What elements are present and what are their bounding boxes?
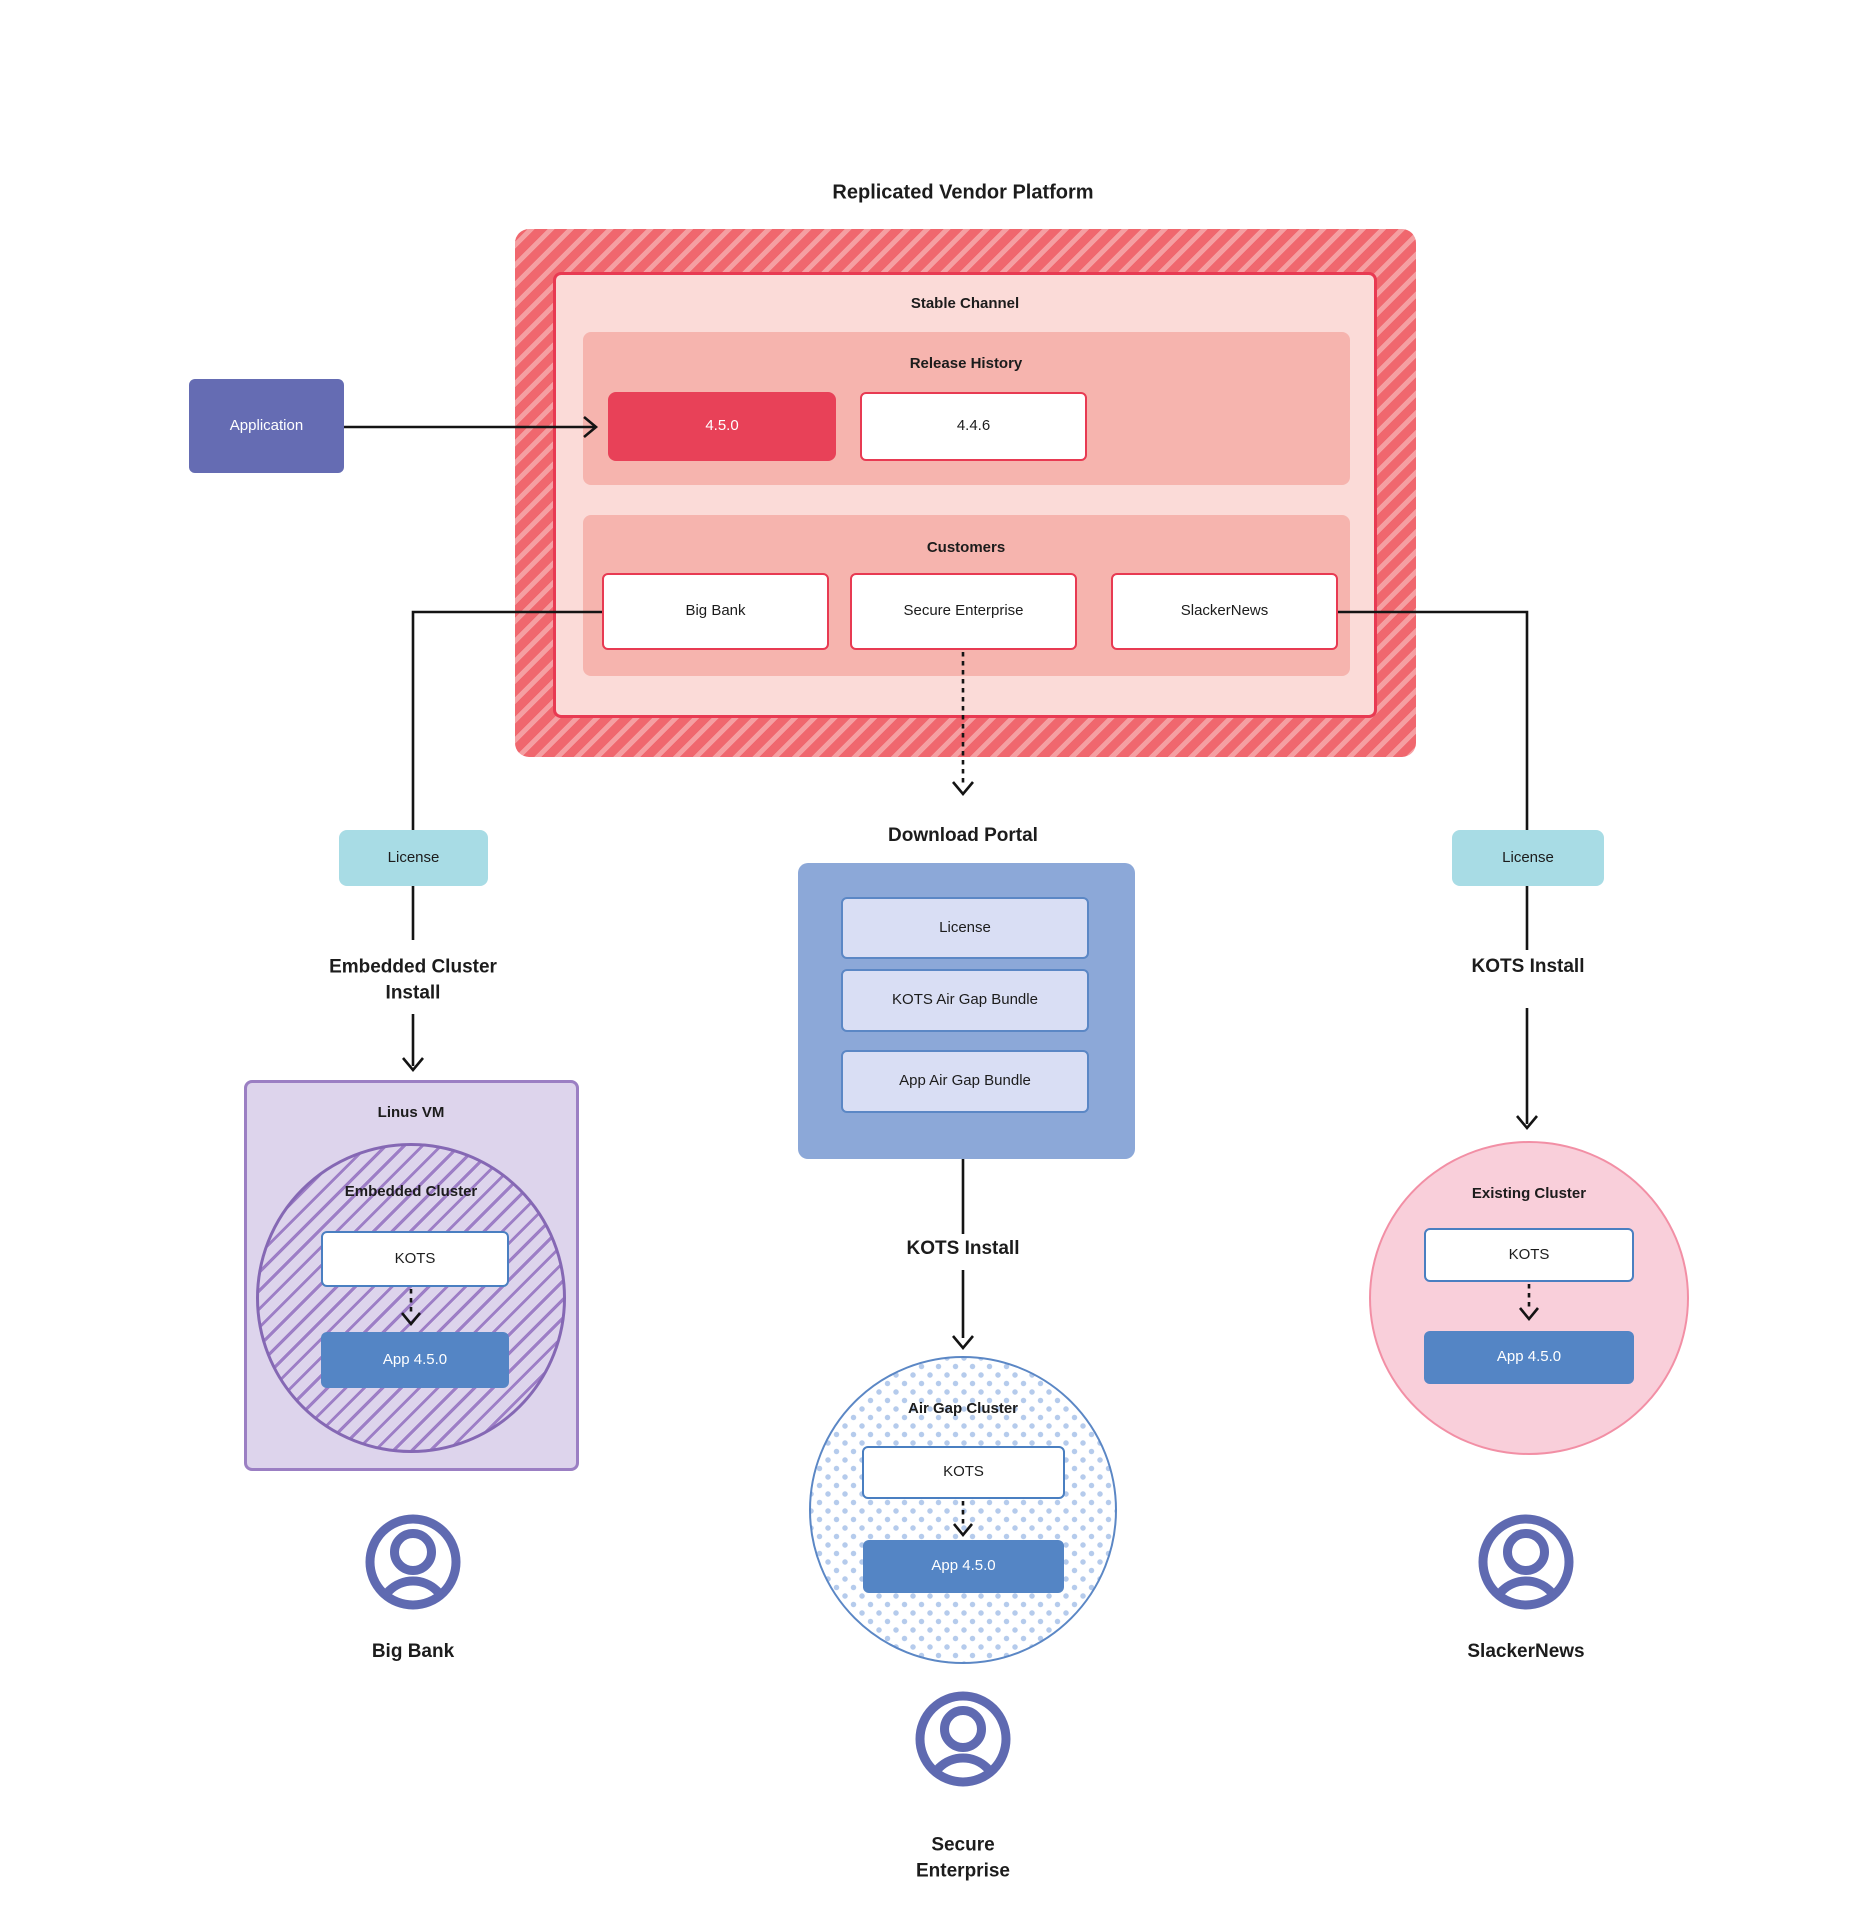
stable-channel-label: Stable Channel <box>910 294 1020 312</box>
embedded-cluster-install-label: Embedded Cluster Install <box>329 956 497 1003</box>
arrowhead-into-air-gap <box>952 1335 974 1351</box>
app-version-label: App 4.5.0 <box>1496 1348 1562 1366</box>
customer-label: Secure Enterprise <box>903 602 1024 620</box>
linus-vm-label: Linus VM <box>377 1103 445 1121</box>
release-box-current: 4.5.0 <box>608 392 836 461</box>
portal-item-label: KOTS Air Gap Bundle <box>892 991 1038 1009</box>
kots-label: KOTS <box>1508 1245 1550 1263</box>
application-label: Application <box>229 416 304 434</box>
persona-label-big-bank: Big Bank <box>371 1641 455 1663</box>
kots-label: KOTS <box>943 1463 984 1481</box>
portal-item-license: License <box>841 897 1089 959</box>
arrowhead-into-existing-cluster <box>1516 1115 1538 1131</box>
kots-install-label-right: KOTS Install <box>1471 956 1585 978</box>
license-label: License <box>387 848 440 866</box>
person-icon-slackernews <box>1478 1514 1574 1610</box>
license-label: License <box>1502 848 1554 866</box>
person-icon-big-bank <box>365 1514 461 1610</box>
persona-label-slackernews: SlackerNews <box>1467 1641 1585 1663</box>
customer-label: Big Bank <box>685 602 746 620</box>
arrowhead-into-linus-vm <box>402 1057 424 1073</box>
app-version-label: App 4.5.0 <box>931 1557 996 1575</box>
release-version-label: 4.5.0 <box>705 417 739 435</box>
existing-cluster-label: Existing Cluster <box>1471 1184 1587 1202</box>
app-box-embedded: App 4.5.0 <box>321 1332 509 1388</box>
customer-label: SlackerNews <box>1180 602 1269 620</box>
portal-item-kots-bundle: KOTS Air Gap Bundle <box>841 969 1089 1032</box>
application-box: Application <box>189 379 344 473</box>
customer-box-big-bank: Big Bank <box>602 573 829 650</box>
app-box-existing: App 4.5.0 <box>1424 1331 1634 1384</box>
release-version-label: 4.4.6 <box>956 417 991 435</box>
kots-install-label-middle: KOTS Install <box>906 1238 1020 1260</box>
portal-item-label: App Air Gap Bundle <box>899 1072 1031 1090</box>
release-box-previous: 4.4.6 <box>860 392 1087 461</box>
customers-label: Customers <box>926 538 1006 556</box>
air-gap-cluster-label: Air Gap Cluster <box>907 1399 1019 1417</box>
kots-box-existing: KOTS <box>1424 1228 1634 1282</box>
arrowhead-into-portal-label <box>952 781 974 797</box>
person-icon-secure-enterprise <box>915 1691 1011 1787</box>
embedded-cluster-circle <box>256 1143 566 1453</box>
portal-item-app-bundle: App Air Gap Bundle <box>841 1050 1089 1113</box>
customer-box-slackernews: SlackerNews <box>1111 573 1338 650</box>
kots-box-air-gap: KOTS <box>862 1446 1065 1499</box>
customer-box-secure-enterprise: Secure Enterprise <box>850 573 1077 650</box>
embedded-cluster-label: Embedded Cluster <box>344 1182 478 1200</box>
kots-label: KOTS <box>394 1249 436 1267</box>
app-version-label: App 4.5.0 <box>382 1350 448 1368</box>
portal-item-label: License <box>939 918 991 936</box>
license-box-right: License <box>1452 830 1604 886</box>
diagram-title: Replicated Vendor Platform <box>832 181 1094 204</box>
kots-box-embedded: KOTS <box>321 1231 509 1287</box>
app-box-air-gap: App 4.5.0 <box>863 1540 1064 1593</box>
license-box-left: License <box>339 830 488 886</box>
release-history-label: Release History <box>909 354 1023 372</box>
persona-label-secure-enterprise: Secure Enterprise <box>916 1834 1010 1881</box>
download-portal-title: Download Portal <box>888 825 1038 847</box>
